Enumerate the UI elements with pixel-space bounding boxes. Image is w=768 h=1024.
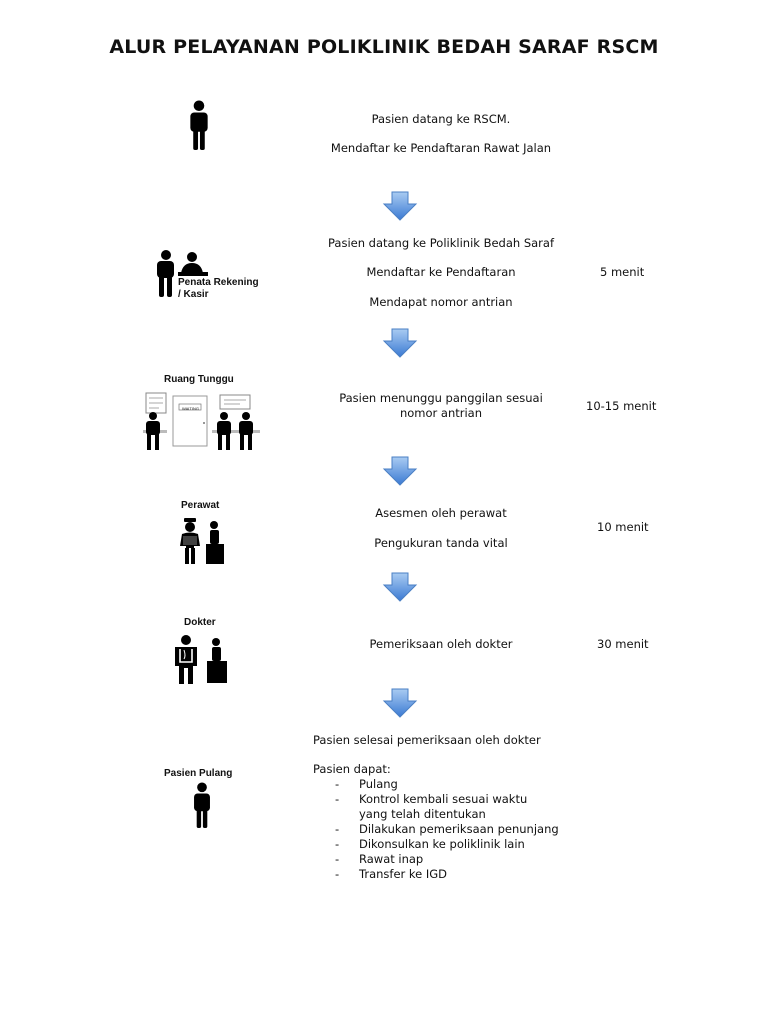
flow-arrow-icon bbox=[382, 456, 418, 491]
step5-line1: Pemeriksaan oleh dokter bbox=[369, 637, 513, 651]
patient-discharge-icon bbox=[190, 782, 214, 833]
nurse-icon bbox=[178, 518, 226, 569]
flow-arrow-icon bbox=[382, 328, 418, 363]
patient-icon bbox=[186, 100, 212, 155]
step2-line2: Mendaftar ke Pendaftaran bbox=[366, 265, 516, 279]
flow-arrow-icon bbox=[382, 191, 418, 226]
list-item: -Dilakukan pemeriksaan penunjang bbox=[335, 822, 559, 836]
outcome-list: -Pulang -Kontrol kembali sesuai waktu ya… bbox=[335, 777, 559, 882]
waiting-room-label: Ruang Tunggu bbox=[164, 374, 234, 385]
step1-line1: Pasien datang ke RSCM. bbox=[371, 112, 511, 126]
waiting-room-icon bbox=[140, 390, 264, 457]
door-sign: WAITING bbox=[182, 406, 199, 411]
cashier-icon bbox=[154, 249, 210, 302]
step6-line2: Pasien dapat: bbox=[313, 762, 391, 776]
step5-time: 30 menit bbox=[597, 637, 649, 651]
step4-line1: Asesmen oleh perawat bbox=[375, 506, 507, 520]
flow-arrow-icon bbox=[382, 688, 418, 723]
page-title: ALUR PELAYANAN POLIKLINIK BEDAH SARAF RS… bbox=[109, 36, 659, 58]
step2-line3: Mendapat nomor antrian bbox=[369, 295, 513, 309]
list-item: -Transfer ke IGD bbox=[335, 867, 448, 881]
step3-line1: Pasien menunggu panggilan sesuai bbox=[339, 391, 543, 405]
step4-time: 10 menit bbox=[597, 520, 649, 534]
list-item: yang telah ditentukan bbox=[359, 807, 486, 821]
step6-line1: Pasien selesai pemeriksaan oleh dokter bbox=[313, 733, 541, 747]
step4-line2: Pengukuran tanda vital bbox=[374, 536, 508, 550]
doctor-label: Dokter bbox=[184, 617, 216, 628]
flow-arrow-icon bbox=[382, 572, 418, 607]
step1-line2: Mendaftar ke Pendaftaran Rawat Jalan bbox=[330, 141, 552, 155]
step3-line2: nomor antrian bbox=[399, 406, 483, 420]
list-item: -Pulang bbox=[335, 777, 398, 791]
list-item: -Dikonsulkan ke poliklinik lain bbox=[335, 837, 525, 851]
doctor-icon bbox=[172, 634, 228, 689]
discharge-label: Pasien Pulang bbox=[164, 768, 233, 779]
step2-line1: Pasien datang ke Poliklinik Bedah Saraf bbox=[327, 236, 555, 250]
list-item: -Kontrol kembali sesuai waktu bbox=[335, 792, 528, 806]
step2-time: 5 menit bbox=[600, 265, 645, 279]
list-item: -Rawat inap bbox=[335, 852, 424, 866]
nurse-label: Perawat bbox=[181, 500, 220, 511]
cashier-label-line1: Penata Rekening bbox=[178, 277, 259, 288]
cashier-label-line2: / Kasir bbox=[178, 289, 209, 300]
step3-time: 10-15 menit bbox=[586, 399, 657, 413]
